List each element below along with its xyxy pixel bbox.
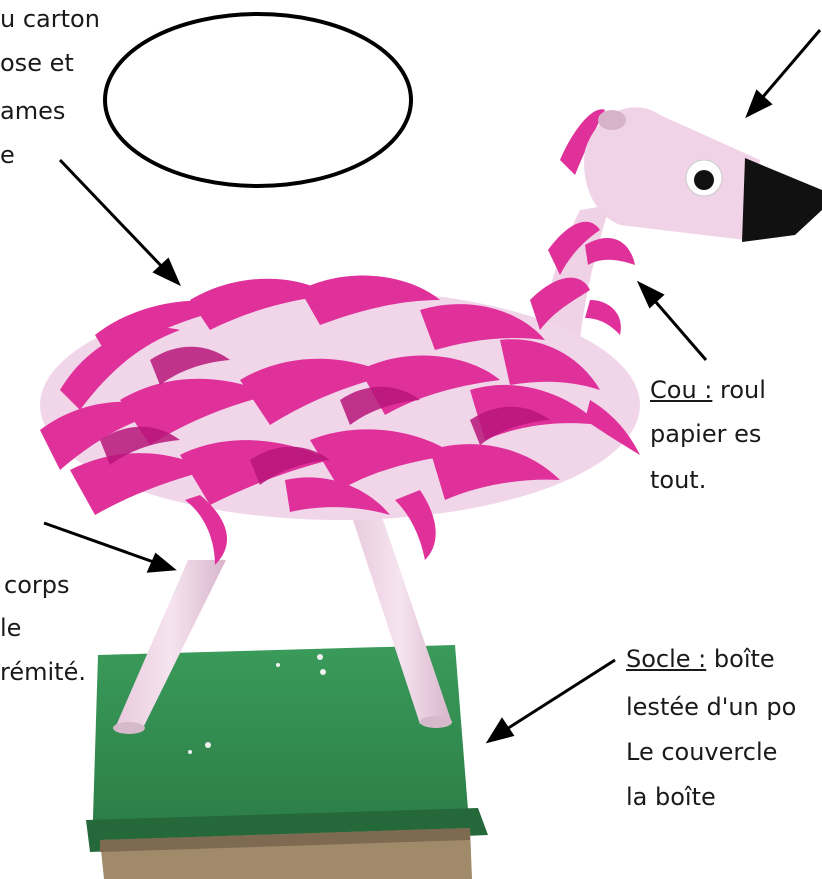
head xyxy=(584,107,822,242)
title-oval xyxy=(105,14,411,186)
neck-label-line-1: Cou : roul xyxy=(650,373,766,407)
neck-label-line-3: tout. xyxy=(650,463,706,497)
body-label-line-3: ames xyxy=(0,94,65,128)
body-label-line-4: e xyxy=(0,138,15,172)
body-label-line-1: u carton xyxy=(0,2,100,36)
base-label-term: Socle : xyxy=(626,645,706,673)
neck-label-term: Cou : xyxy=(650,376,712,404)
neck-label-rest: roul xyxy=(720,376,766,404)
legs-label-line-1: corps xyxy=(4,568,69,602)
base-label-rest: boîte xyxy=(714,645,775,673)
arrow-legs-head xyxy=(149,555,173,571)
neck-label-line-2: papier es xyxy=(650,417,761,451)
base-label-line-3: Le couvercle xyxy=(626,735,777,769)
arrow-head-head xyxy=(748,92,770,115)
body-label-line-2: ose et xyxy=(0,46,74,80)
base-label-line-2: lestée d'un po xyxy=(626,690,796,724)
base-label-line-4: la boîte xyxy=(626,780,716,814)
legs-label-line-3: rémité. xyxy=(0,655,86,689)
legs-label-line-2: le xyxy=(0,611,21,645)
arrow-base-head xyxy=(489,720,512,741)
base-label-line-1: Socle : boîte xyxy=(626,642,775,676)
arrow-neck-head xyxy=(640,284,662,306)
